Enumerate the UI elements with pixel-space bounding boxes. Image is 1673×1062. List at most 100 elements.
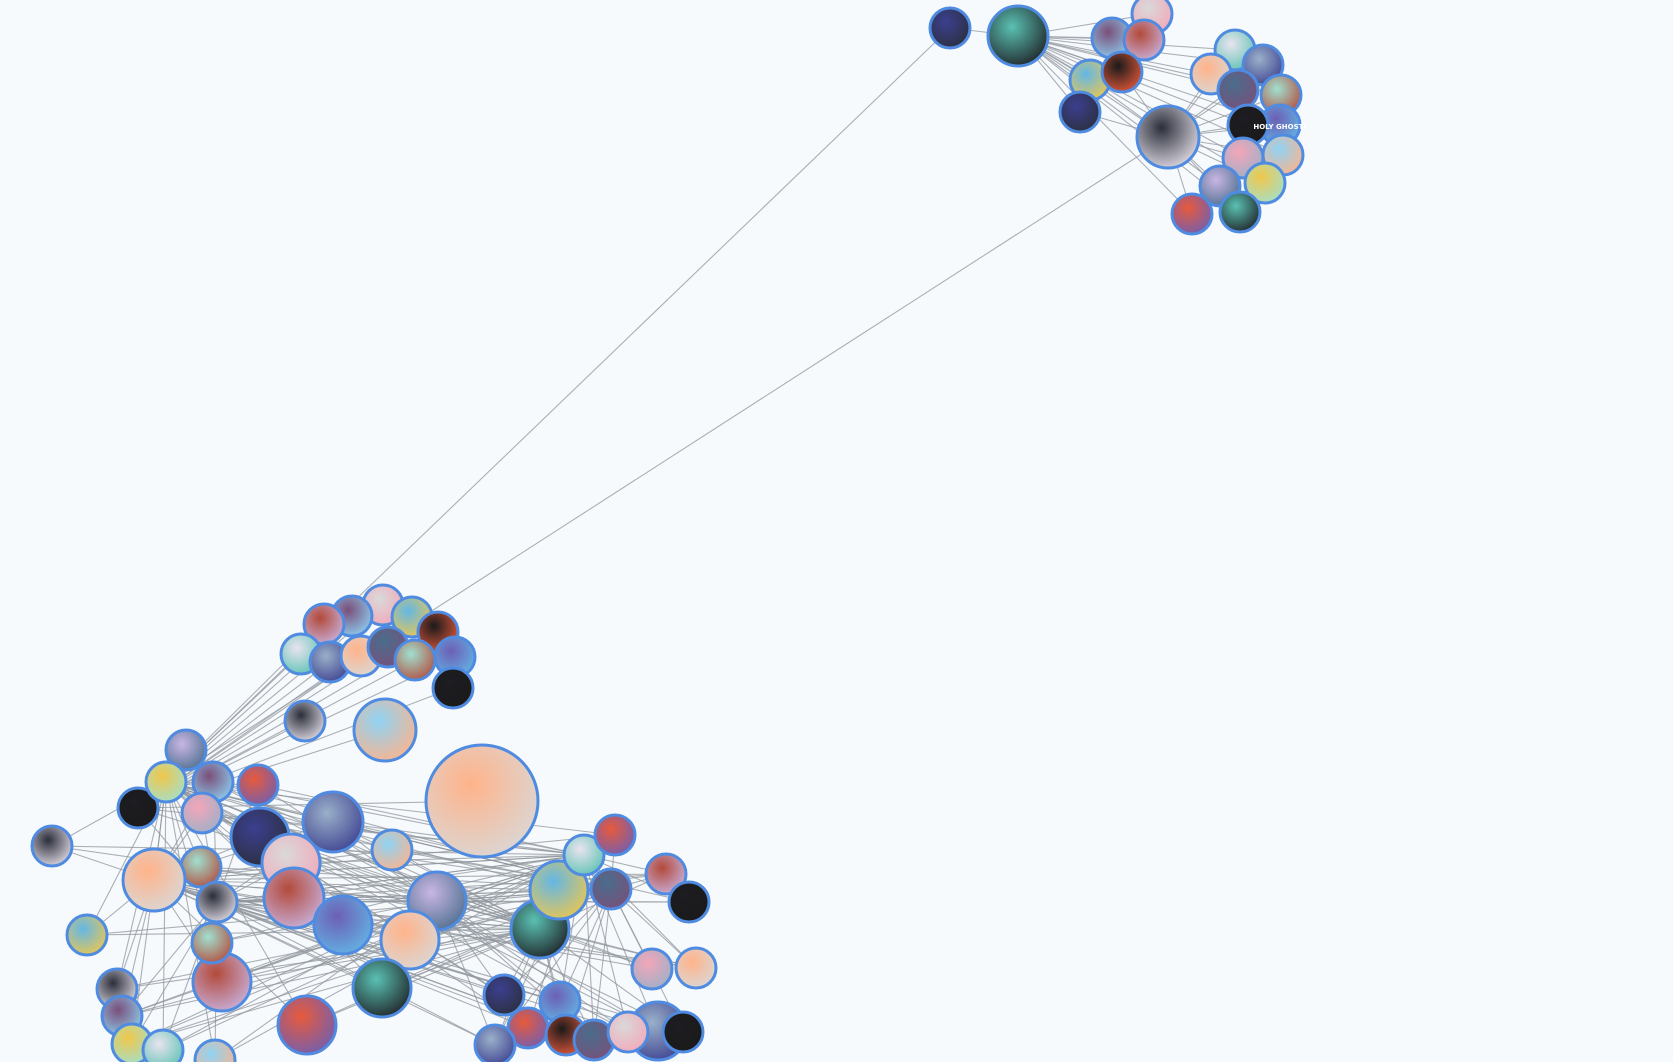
artist-node[interactable]	[262, 866, 326, 930]
artist-node[interactable]	[1122, 18, 1166, 62]
artist-node[interactable]	[674, 946, 718, 990]
node-border	[283, 699, 327, 743]
artist-node[interactable]	[928, 6, 972, 50]
node-border	[262, 866, 326, 930]
node-border	[1170, 192, 1214, 236]
node-border	[190, 921, 234, 965]
artist-node[interactable]	[180, 791, 224, 835]
artist-node[interactable]	[667, 880, 711, 924]
artist-node[interactable]	[661, 1010, 705, 1054]
artist-node[interactable]	[65, 913, 109, 957]
artist-node[interactable]	[424, 743, 540, 859]
artist-node[interactable]	[593, 813, 637, 857]
graph-edge	[257, 784, 585, 856]
artist-node[interactable]	[121, 847, 187, 913]
artist-node[interactable]	[116, 786, 160, 830]
artist-node[interactable]	[144, 760, 188, 804]
graph-edge	[116, 928, 541, 990]
artist-avatar	[372, 830, 412, 870]
artist-node[interactable]	[283, 699, 327, 743]
artist-node[interactable]	[986, 4, 1050, 68]
artist-avatar	[67, 915, 107, 955]
artist-node[interactable]	[644, 852, 688, 896]
artist-node[interactable]	[195, 880, 239, 924]
artist-node[interactable]	[431, 666, 475, 710]
graph-edge	[200, 866, 541, 930]
artist-avatar	[118, 788, 158, 828]
artist-node[interactable]	[482, 973, 526, 1017]
node-border	[674, 946, 718, 990]
artist-node[interactable]	[312, 894, 374, 956]
node-border	[193, 1038, 237, 1062]
artist-avatar	[304, 604, 344, 644]
artist-node[interactable]	[1135, 104, 1201, 170]
artist-node[interactable]	[606, 1010, 650, 1054]
artist-node[interactable]	[193, 1038, 237, 1062]
artist-avatar	[1172, 194, 1212, 234]
artist-avatar	[1060, 92, 1100, 132]
artist-node[interactable]	[276, 994, 338, 1056]
node-border	[116, 786, 160, 830]
artist-node[interactable]	[236, 763, 280, 807]
artist-avatar	[1228, 105, 1268, 145]
artist-node[interactable]	[190, 921, 234, 965]
artist-avatar	[182, 793, 222, 833]
node-border	[30, 824, 74, 868]
node-border	[370, 828, 414, 872]
node-border	[195, 880, 239, 924]
artist-avatar	[285, 701, 325, 741]
node-border	[661, 1010, 705, 1054]
artist-avatar	[303, 792, 363, 852]
graph-edge	[162, 854, 585, 1051]
artist-node[interactable]	[1058, 90, 1102, 134]
artist-avatar	[608, 1012, 648, 1052]
artist-avatar	[1137, 106, 1199, 168]
artist-node[interactable]	[301, 790, 365, 854]
artist-avatar	[166, 730, 206, 770]
node-border	[528, 859, 590, 921]
artist-avatar	[1220, 192, 1260, 232]
graph-edge	[593, 888, 612, 1041]
graph-nodes[interactable]: HOLY GHOST!	[30, 0, 1307, 1062]
artist-node[interactable]	[1243, 161, 1287, 205]
artist-avatar	[123, 849, 185, 911]
artist-node[interactable]	[393, 638, 437, 682]
artist-avatar	[574, 1020, 614, 1060]
artist-node[interactable]	[562, 833, 606, 877]
artist-avatar	[181, 847, 221, 887]
artist-avatar	[1124, 20, 1164, 60]
artist-avatar	[988, 6, 1048, 66]
artist-node[interactable]	[30, 824, 74, 868]
artist-node[interactable]	[630, 947, 674, 991]
graph-edge	[290, 854, 585, 864]
artist-node[interactable]	[352, 697, 418, 763]
graph-edge	[165, 27, 951, 783]
artist-node[interactable]	[370, 828, 414, 872]
graph-edge	[211, 854, 585, 944]
node-border	[431, 666, 475, 710]
graph-edge	[131, 928, 541, 1045]
node-border	[121, 847, 187, 913]
artist-avatar	[32, 826, 72, 866]
artist-avatar	[669, 882, 709, 922]
artist-node[interactable]	[528, 859, 590, 921]
node-border	[986, 4, 1050, 68]
artist-node[interactable]	[1218, 190, 1262, 234]
artist-avatar	[1261, 75, 1301, 115]
artist-node[interactable]	[141, 1028, 185, 1062]
artist-node[interactable]	[589, 867, 633, 911]
artist-node[interactable]	[473, 1023, 517, 1062]
artist-node[interactable]	[351, 957, 413, 1019]
artist-node[interactable]	[379, 909, 441, 971]
artist-node[interactable]	[1100, 50, 1144, 94]
node-border	[312, 894, 374, 956]
node-border	[301, 790, 365, 854]
artist-node[interactable]	[164, 728, 208, 772]
artist-node[interactable]	[1170, 192, 1214, 236]
graph-edge	[1017, 35, 1193, 215]
node-border	[606, 1010, 650, 1054]
artist-avatar	[426, 745, 538, 857]
artist-avatar	[1092, 18, 1132, 58]
